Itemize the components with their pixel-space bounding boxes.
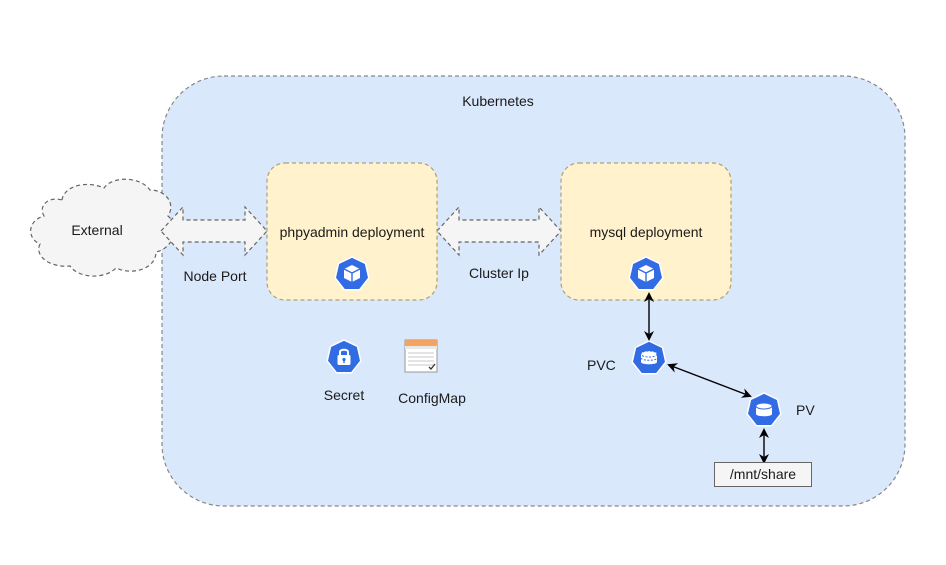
- pv-icon: [746, 392, 782, 427]
- cluster-ip-label: Cluster Ip: [469, 265, 529, 281]
- pvc-icon: [631, 340, 667, 375]
- phpmyadmin-pod-icon: [334, 256, 370, 291]
- mount-path-box: /mnt/share: [714, 462, 812, 487]
- mysql-pod-icon: [628, 256, 664, 291]
- external-cloud: [30, 178, 175, 277]
- mysql-deployment-label: mysql deployment: [589, 224, 703, 240]
- phpmyadmin-deployment-box: [266, 162, 438, 301]
- node-port-label: Node Port: [183, 268, 247, 284]
- configmap-icon: [404, 339, 438, 373]
- secret-icon: [326, 339, 362, 374]
- pv-label: PV: [796, 402, 815, 418]
- external-label: External: [71, 222, 123, 238]
- node-port-arrow: [160, 205, 268, 257]
- pvc-label: PVC: [587, 357, 616, 373]
- kubernetes-label: Kubernetes: [462, 93, 534, 109]
- phpmyadmin-deployment-label: phpyadmin deployment: [279, 224, 425, 240]
- configmap-label: ConfigMap: [398, 390, 466, 406]
- pvc-pv-arrow: [667, 363, 752, 398]
- secret-label: Secret: [323, 387, 365, 403]
